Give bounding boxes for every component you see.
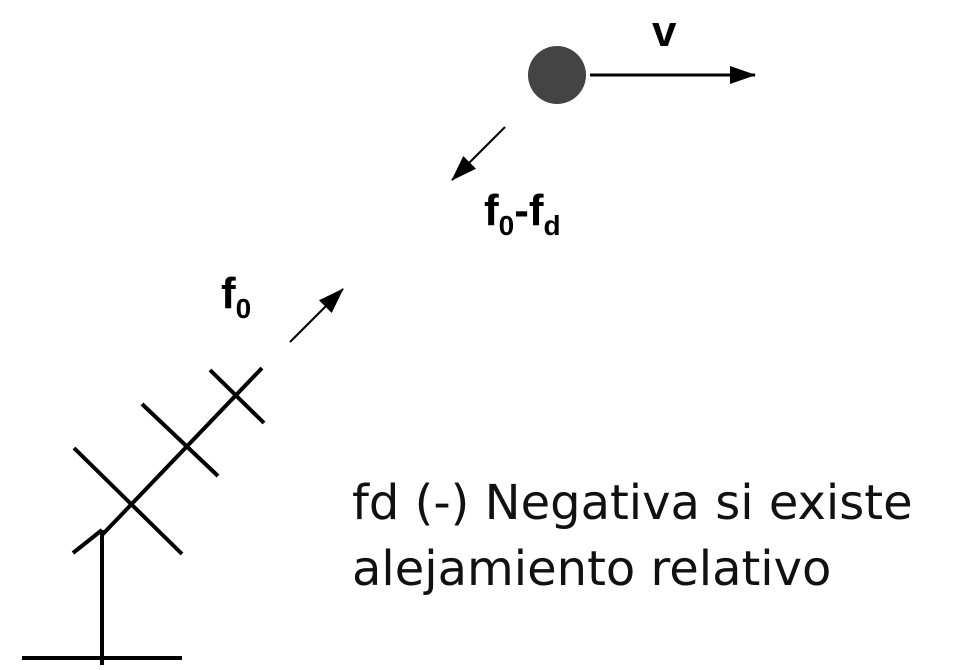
caption-line-2: alejamiento relativo (352, 541, 832, 597)
velocity-label: v (652, 7, 677, 56)
reflected-wave-arrow (451, 126, 506, 181)
antenna-icon (22, 366, 266, 665)
target-object (528, 46, 586, 104)
emitted-wave-arrow (289, 288, 344, 343)
antenna-element-3 (208, 368, 266, 425)
emitted-frequency-label: f0 (221, 269, 251, 324)
caption: fd (-) Negativa si existe alejamiento re… (352, 470, 913, 602)
antenna-element-2 (140, 402, 220, 478)
caption-line-1: fd (-) Negativa si existe (352, 475, 913, 531)
antenna-element-1 (72, 446, 184, 556)
antenna-mast-stub (71, 528, 104, 555)
reflected-frequency-label: f0-fd (484, 186, 561, 241)
antenna-boom (100, 366, 264, 537)
